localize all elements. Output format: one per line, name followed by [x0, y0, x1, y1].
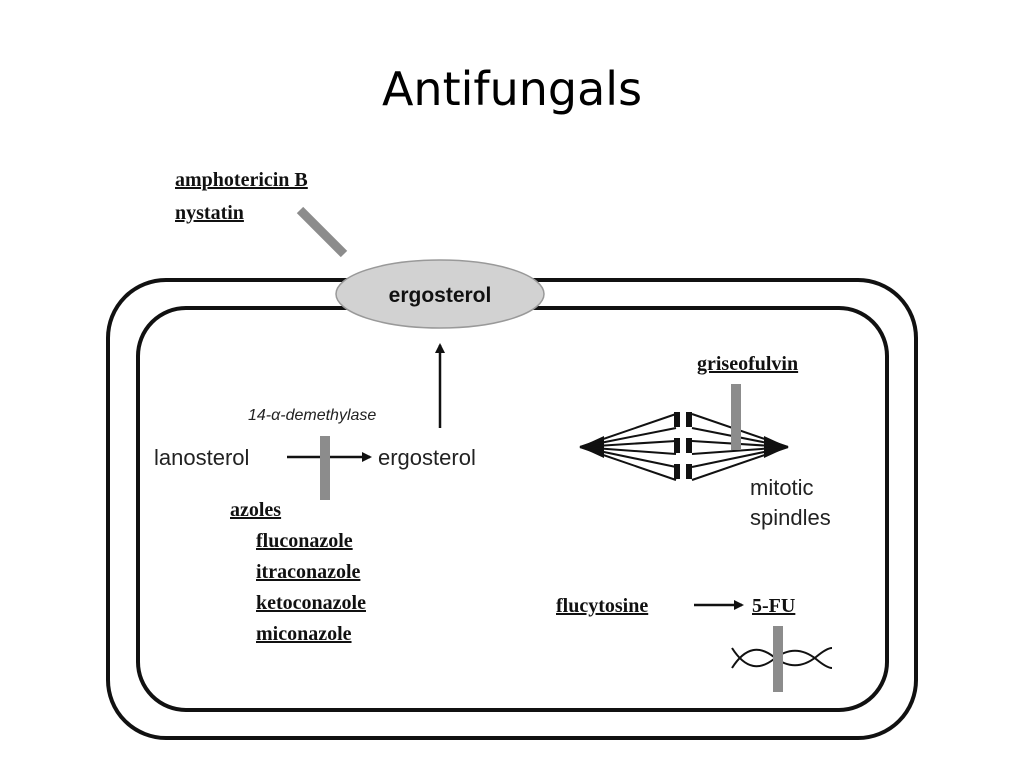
- substrate-lanosterol: lanosterol: [154, 445, 249, 470]
- enzyme-label: 14-α-demethylase: [248, 407, 376, 424]
- drug-itraconazole: itraconazole: [256, 561, 361, 583]
- drug-amphotericin-b: amphotericin B: [175, 169, 308, 191]
- drug-griseofulvin: griseofulvin: [697, 353, 798, 375]
- drug-nystatin: nystatin: [175, 202, 244, 224]
- ergosterol-membrane-label: ergosterol: [389, 284, 492, 307]
- dna-helix-icon: [731, 647, 833, 669]
- polyene-binding-bar: [296, 206, 348, 258]
- drug-fluconazole: fluconazole: [256, 530, 353, 552]
- metabolite-5-fu: 5-FU: [752, 595, 795, 617]
- spindle-label-line2: spindles: [750, 505, 831, 530]
- drug-flucytosine: flucytosine: [556, 595, 648, 617]
- product-ergosterol: ergosterol: [378, 445, 476, 470]
- drug-class-azoles: azoles: [230, 499, 281, 521]
- drug-ketoconazole: ketoconazole: [256, 592, 366, 614]
- ergosterol-membrane-ellipse: [335, 259, 545, 329]
- drug-miconazole: miconazole: [256, 623, 352, 645]
- slide-title: Antifungals: [381, 62, 643, 116]
- spindle-label-line1: mitotic: [750, 475, 814, 500]
- mitotic-spindle-icon: [579, 412, 789, 481]
